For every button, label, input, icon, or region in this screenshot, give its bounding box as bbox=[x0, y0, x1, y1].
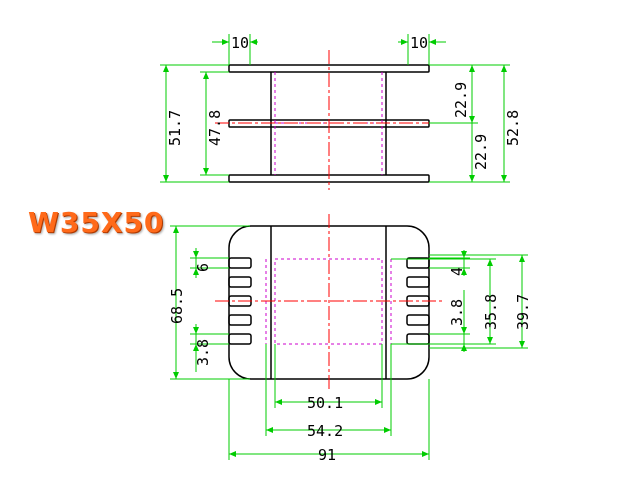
dim-upper-right: 22.9 bbox=[452, 82, 470, 118]
dim-slot-top: 6 bbox=[194, 263, 212, 272]
dim-right-slot: 4 bbox=[448, 267, 466, 276]
dim-pin-left: 10 bbox=[231, 34, 249, 52]
dim-right-inner: 35.8 bbox=[482, 294, 500, 330]
dim-slot-bottom: 3.8 bbox=[194, 339, 212, 366]
bottom-view-centerlines bbox=[215, 214, 445, 392]
dim-width-mid: 54.2 bbox=[307, 422, 343, 440]
dim-height: 68.5 bbox=[168, 288, 186, 324]
flange-top bbox=[228, 64, 430, 73]
dim-total-right: 52.8 bbox=[504, 110, 522, 146]
dim-right-outer: 39.7 bbox=[514, 294, 532, 330]
bottom-view-arrows bbox=[173, 226, 525, 457]
bottom-view-dimensions bbox=[170, 225, 528, 460]
top-view-centerlines bbox=[215, 50, 445, 190]
dim-pin-right: 10 bbox=[410, 34, 428, 52]
dim-width-total: 91 bbox=[318, 446, 336, 464]
dim-width-inner: 50.1 bbox=[307, 394, 343, 412]
top-view-arrows bbox=[163, 39, 507, 182]
dim-height-inner: 47.8 bbox=[206, 110, 224, 146]
top-view-hidden-lines bbox=[274, 72, 383, 175]
dim-right-pitch: 3.8 bbox=[448, 299, 466, 326]
dim-height-outer: 51.7 bbox=[166, 110, 184, 146]
part-title: W35X50 bbox=[28, 206, 165, 239]
top-view-dimensions bbox=[160, 34, 510, 183]
dim-lower-right: 22.9 bbox=[472, 134, 490, 170]
